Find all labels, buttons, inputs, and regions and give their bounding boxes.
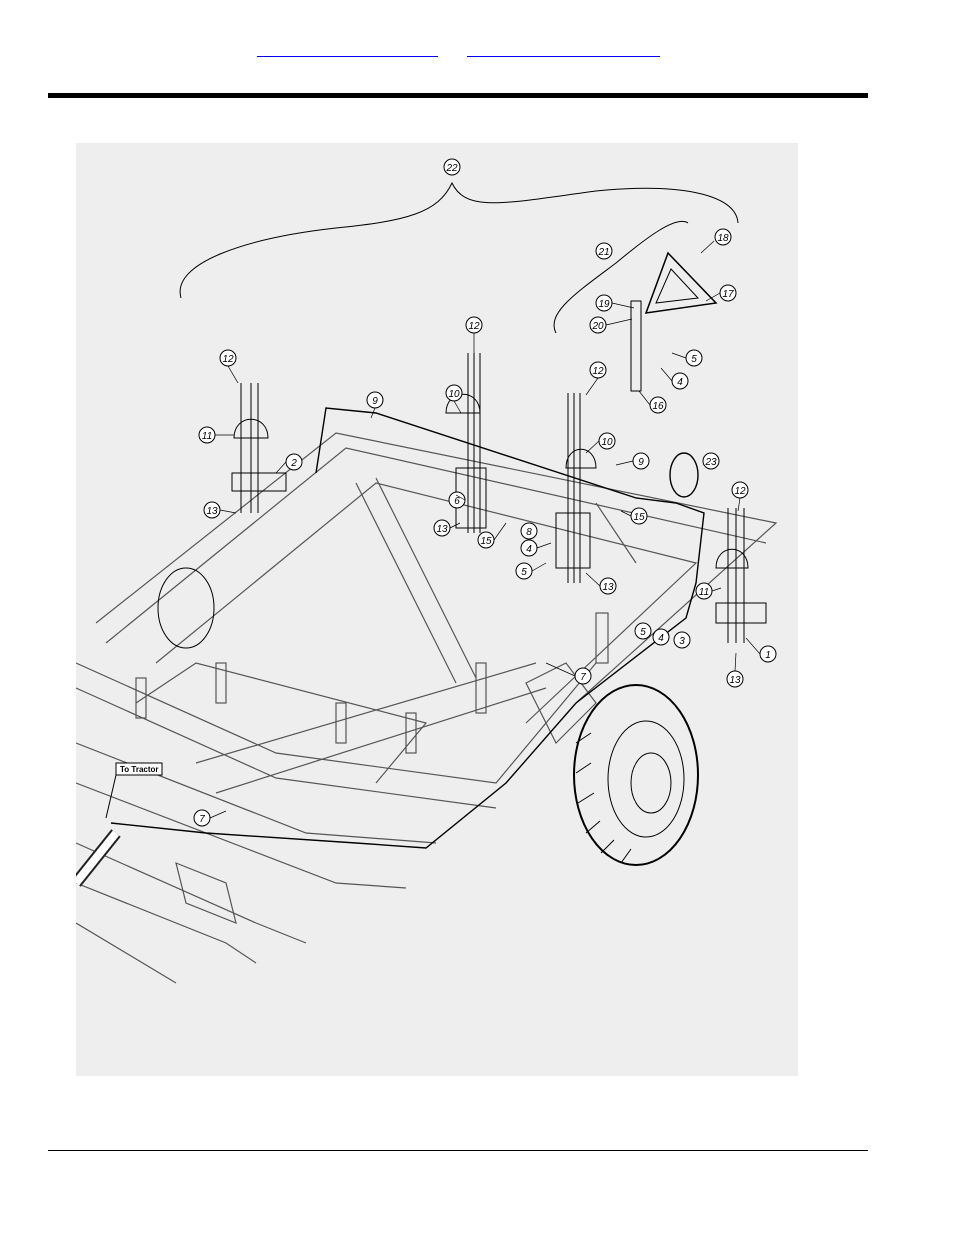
callout-4-right: 4 <box>658 633 664 644</box>
footer-rule <box>48 1150 868 1151</box>
smv-sign <box>646 253 716 313</box>
callout-21: 21 <box>597 247 609 258</box>
sign-bracket <box>631 301 641 391</box>
callout-12-right: 12 <box>734 486 746 497</box>
leader-lines <box>210 241 760 818</box>
tractor-label: To Tractor <box>120 765 159 774</box>
callout-18: 18 <box>717 233 729 244</box>
diagram-svg: To Tractor <box>76 143 798 1076</box>
callout-12-center: 12 <box>468 321 480 332</box>
callout-5-top: 5 <box>691 354 697 365</box>
callout-2: 2 <box>290 458 297 469</box>
callout-16: 16 <box>652 401 664 412</box>
callout-6: 6 <box>454 496 460 507</box>
callout-1: 1 <box>765 650 771 661</box>
right-wheel <box>574 685 698 865</box>
header-link-2[interactable] <box>467 42 660 57</box>
parts-diagram: To Tractor <box>76 143 798 1076</box>
callout-4-mid: 4 <box>526 544 532 555</box>
callout-17: 17 <box>722 289 734 300</box>
callout-5-mid: 5 <box>521 567 527 578</box>
callout-7-left: 7 <box>199 814 205 825</box>
callout-7-right: 7 <box>580 672 586 683</box>
callout-12-left: 12 <box>222 354 234 365</box>
brace-22 <box>180 183 738 298</box>
lamp-right <box>716 508 766 643</box>
callout-20: 20 <box>591 321 604 332</box>
implement-frame <box>76 433 776 983</box>
callout-13-left: 13 <box>206 506 218 517</box>
callout-15-right: 15 <box>633 512 645 523</box>
callout-13-mid: 13 <box>602 582 614 593</box>
callout-11-right: 11 <box>699 587 709 598</box>
callout-23: 23 <box>704 457 717 468</box>
ring-23 <box>670 453 698 497</box>
callout-9-right: 9 <box>638 457 644 468</box>
callout-12-mid: 12 <box>592 366 604 377</box>
header-rule <box>48 93 868 98</box>
header-link-1[interactable] <box>257 42 438 57</box>
callout-10-center: 10 <box>448 389 460 400</box>
callout-9-left: 9 <box>372 396 378 407</box>
callout-22: 22 <box>445 163 458 174</box>
callout-4-top: 4 <box>677 377 683 388</box>
callout-13-center: 13 <box>436 524 448 535</box>
callout-5-right: 5 <box>640 627 646 638</box>
callout-15-left: 15 <box>480 536 492 547</box>
callout-19: 19 <box>598 299 610 310</box>
lamp-mid <box>556 393 596 583</box>
callout-13-right: 13 <box>729 675 741 686</box>
left-tire <box>158 568 214 648</box>
callout-3: 3 <box>679 636 685 647</box>
harness-line <box>111 408 704 848</box>
callout-11-left: 11 <box>202 431 212 442</box>
callout-8: 8 <box>526 527 532 538</box>
callout-10-mid: 10 <box>601 437 613 448</box>
